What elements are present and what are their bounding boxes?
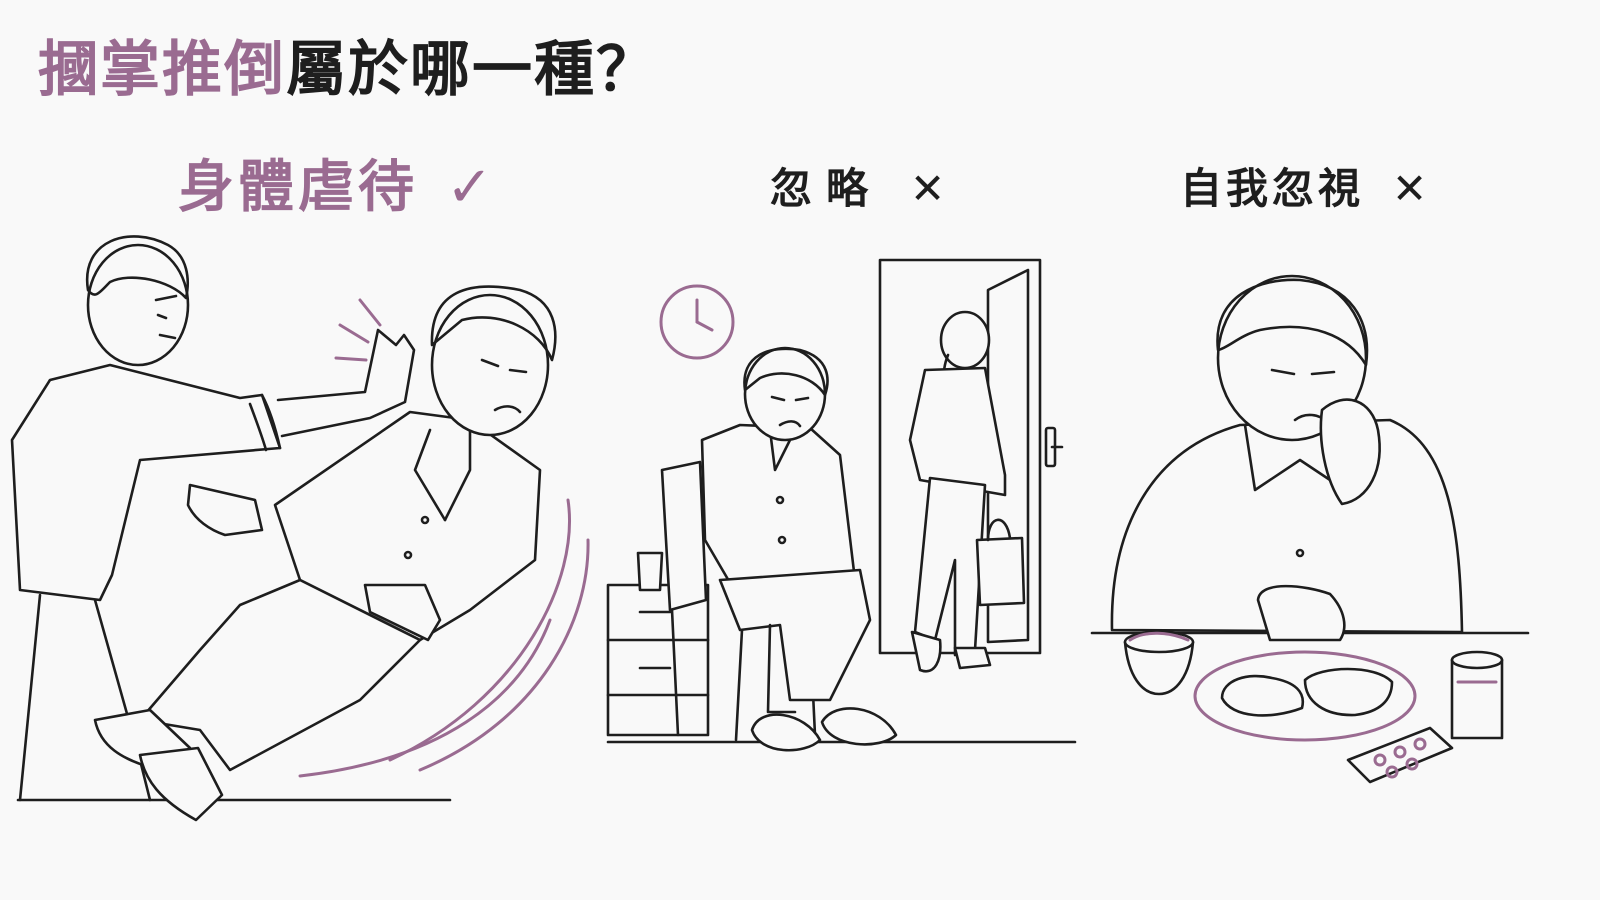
elderly-man-sitting <box>700 346 898 752</box>
motion-line <box>388 498 571 762</box>
option-label-text: 忽略 <box>770 164 883 213</box>
option-self-neglect-label: 自我忽視 ✕ <box>1180 168 1431 210</box>
drinking-glass <box>1450 650 1504 740</box>
checkmark-icon: ✓ <box>446 155 497 220</box>
cross-icon: ✕ <box>1392 164 1432 213</box>
elderly-victim-figure <box>93 285 557 822</box>
motion-line <box>298 618 552 778</box>
pill-pack <box>1346 726 1454 784</box>
panel-physical-abuse-illustration <box>10 235 590 822</box>
food-plate <box>1193 650 1417 742</box>
option-label-text: 自我忽視 <box>1180 164 1365 213</box>
aggressor-figure <box>10 235 416 802</box>
question-title: 摑掌推倒屬於哪一種？ <box>38 30 658 110</box>
impact-line <box>334 356 368 362</box>
rice-bowl <box>1123 630 1195 696</box>
motion-line <box>418 538 590 772</box>
question-title-rest: 屬於哪一種？ <box>286 35 658 105</box>
option-physical-abuse-label: 身體虐待 ✓ <box>178 160 497 216</box>
panel-neglect-illustration <box>606 258 1077 752</box>
water-glass <box>636 551 664 592</box>
nightstand <box>606 551 710 737</box>
impact-line <box>358 298 382 327</box>
cross-icon: ✕ <box>910 164 960 213</box>
elderly-man-at-table <box>1110 274 1464 642</box>
handbag <box>975 536 1026 607</box>
chair <box>660 460 817 742</box>
question-title-highlight: 摑掌推倒 <box>38 35 286 105</box>
option-neglect-label: 忽略 ✕ <box>770 168 959 210</box>
option-label-text: 身體虐待 <box>178 155 418 220</box>
clock-icon <box>659 284 735 360</box>
impact-line <box>338 323 370 344</box>
caregiver-walking-away <box>908 310 1026 673</box>
panel-self-neglect-illustration <box>1090 274 1530 784</box>
